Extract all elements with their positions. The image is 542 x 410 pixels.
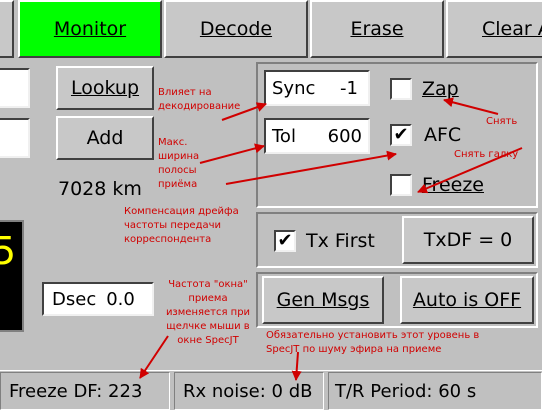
tol-field[interactable]: Tol 600	[264, 118, 370, 154]
dsec-label: Dsec	[52, 288, 97, 310]
clear-label: Clear A	[482, 18, 542, 40]
dsec-value: 0.0	[106, 288, 135, 310]
tol-label: Tol	[272, 125, 296, 147]
sync-field[interactable]: Sync -1	[264, 70, 370, 106]
add-label: Add	[86, 127, 124, 149]
clear-avg-button[interactable]: Clear A	[446, 0, 542, 58]
grid-input[interactable]	[0, 118, 30, 158]
txfirst-checkbox[interactable]: ✔	[274, 230, 296, 252]
gen-msgs-label: Gen Msgs	[276, 289, 370, 311]
zap-checkbox[interactable]	[390, 78, 412, 100]
sync-label: Sync	[272, 77, 316, 99]
txdf-button[interactable]: TxDF = 0	[402, 216, 534, 264]
tol-note: Макс. ширина полосы приёма	[158, 137, 200, 190]
tol-value: 600	[327, 125, 362, 147]
monitor-label: Monitor	[53, 18, 127, 40]
afc-label: AFC	[424, 124, 462, 146]
zap-arrow	[443, 97, 499, 115]
txfirst-label: Tx First	[306, 230, 375, 252]
lookup-button[interactable]: Lookup	[56, 66, 154, 110]
add-button[interactable]: Add	[56, 116, 154, 160]
freeze-note: Частота "окна" приема изменяется при щел…	[165, 279, 251, 346]
freeze-arrow	[417, 147, 523, 194]
sync-note: Влияет на декодирование	[158, 87, 241, 112]
tol-arrow	[199, 143, 265, 164]
decode-settings-group	[256, 62, 538, 208]
erase-button[interactable]: Erase	[310, 0, 444, 58]
toolbar-left-edge-button[interactable]	[0, 0, 14, 58]
msg-group	[256, 272, 538, 328]
afc-note: Снять галку	[454, 149, 519, 160]
distance-label: 7028 km	[58, 178, 142, 200]
status-bar	[0, 370, 542, 410]
dsec-field[interactable]: Dsec 0.0	[42, 282, 154, 316]
tx-group	[256, 212, 538, 268]
decode-button[interactable]: Decode	[164, 0, 308, 58]
afc-arrow	[225, 150, 397, 185]
df-display: 5	[0, 220, 24, 332]
callsign-input[interactable]	[0, 68, 30, 108]
gen-msgs-button[interactable]: Gen Msgs	[262, 276, 384, 324]
auto-label: Auto is OFF	[412, 289, 522, 311]
freeze-checkbox[interactable]	[390, 174, 412, 196]
monitor-button[interactable]: Monitor	[18, 0, 162, 58]
txdf-label: TxDF = 0	[423, 229, 513, 251]
df-display-digit: 5	[0, 229, 16, 273]
afc-checkbox[interactable]: ✔	[390, 124, 412, 146]
erase-label: Erase	[350, 18, 404, 40]
freeze-label: Freeze	[422, 174, 484, 196]
sync-value: -1	[340, 77, 358, 99]
lookup-label: Lookup	[70, 77, 140, 99]
check-icon: ✔	[277, 230, 293, 251]
comp-note: Компенсация дрейфа частоты передачи корр…	[124, 206, 239, 245]
check-icon: ✔	[393, 124, 409, 145]
noise-note: Обязательно установить этот уровень в Sp…	[266, 330, 480, 355]
sync-arrow	[221, 102, 267, 121]
decode-label: Decode	[199, 18, 273, 40]
freeze-df-arrow	[139, 335, 169, 379]
rx-noise-arrow	[291, 351, 302, 381]
auto-button[interactable]: Auto is OFF	[400, 276, 534, 324]
zap-note: Снять	[486, 116, 518, 127]
zap-label: Zap	[422, 78, 459, 100]
